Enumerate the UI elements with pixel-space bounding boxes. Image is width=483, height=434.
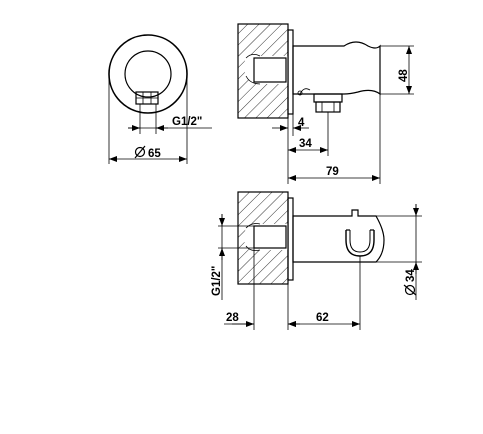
diameter-label-34: 34 [405,269,417,282]
pipe-fitting-bottom [253,225,287,249]
inner-outlet-circle [124,50,172,98]
rosette-plate-bottom [287,197,294,281]
side-view-top: 48 4 34 79 [237,23,414,184]
rosette-plate-top [287,29,294,115]
thread-label-bottom: G1/2" [211,266,223,296]
projection-label-34: 34 [299,138,312,150]
wall-label-28: 28 [226,312,239,324]
pipe-fitting-top [253,57,287,83]
outer-rosette-circle [108,34,188,114]
side-view-bottom: 34 G1/2" 28 62 [211,191,422,330]
overall-label-79: 79 [326,166,339,178]
holder-body-bottom [292,209,385,263]
diameter-symbol-right [403,284,417,296]
depth-label-4: 4 [298,117,305,129]
diameter-symbol [134,145,146,159]
front-view: G1/2" 65 [108,34,212,164]
length-label-62: 62 [316,312,329,324]
outlet-body-top [292,41,381,96]
diameter-label-top: 65 [148,148,161,160]
height-label-48: 48 [398,69,410,82]
hose-nut-top [315,101,341,113]
